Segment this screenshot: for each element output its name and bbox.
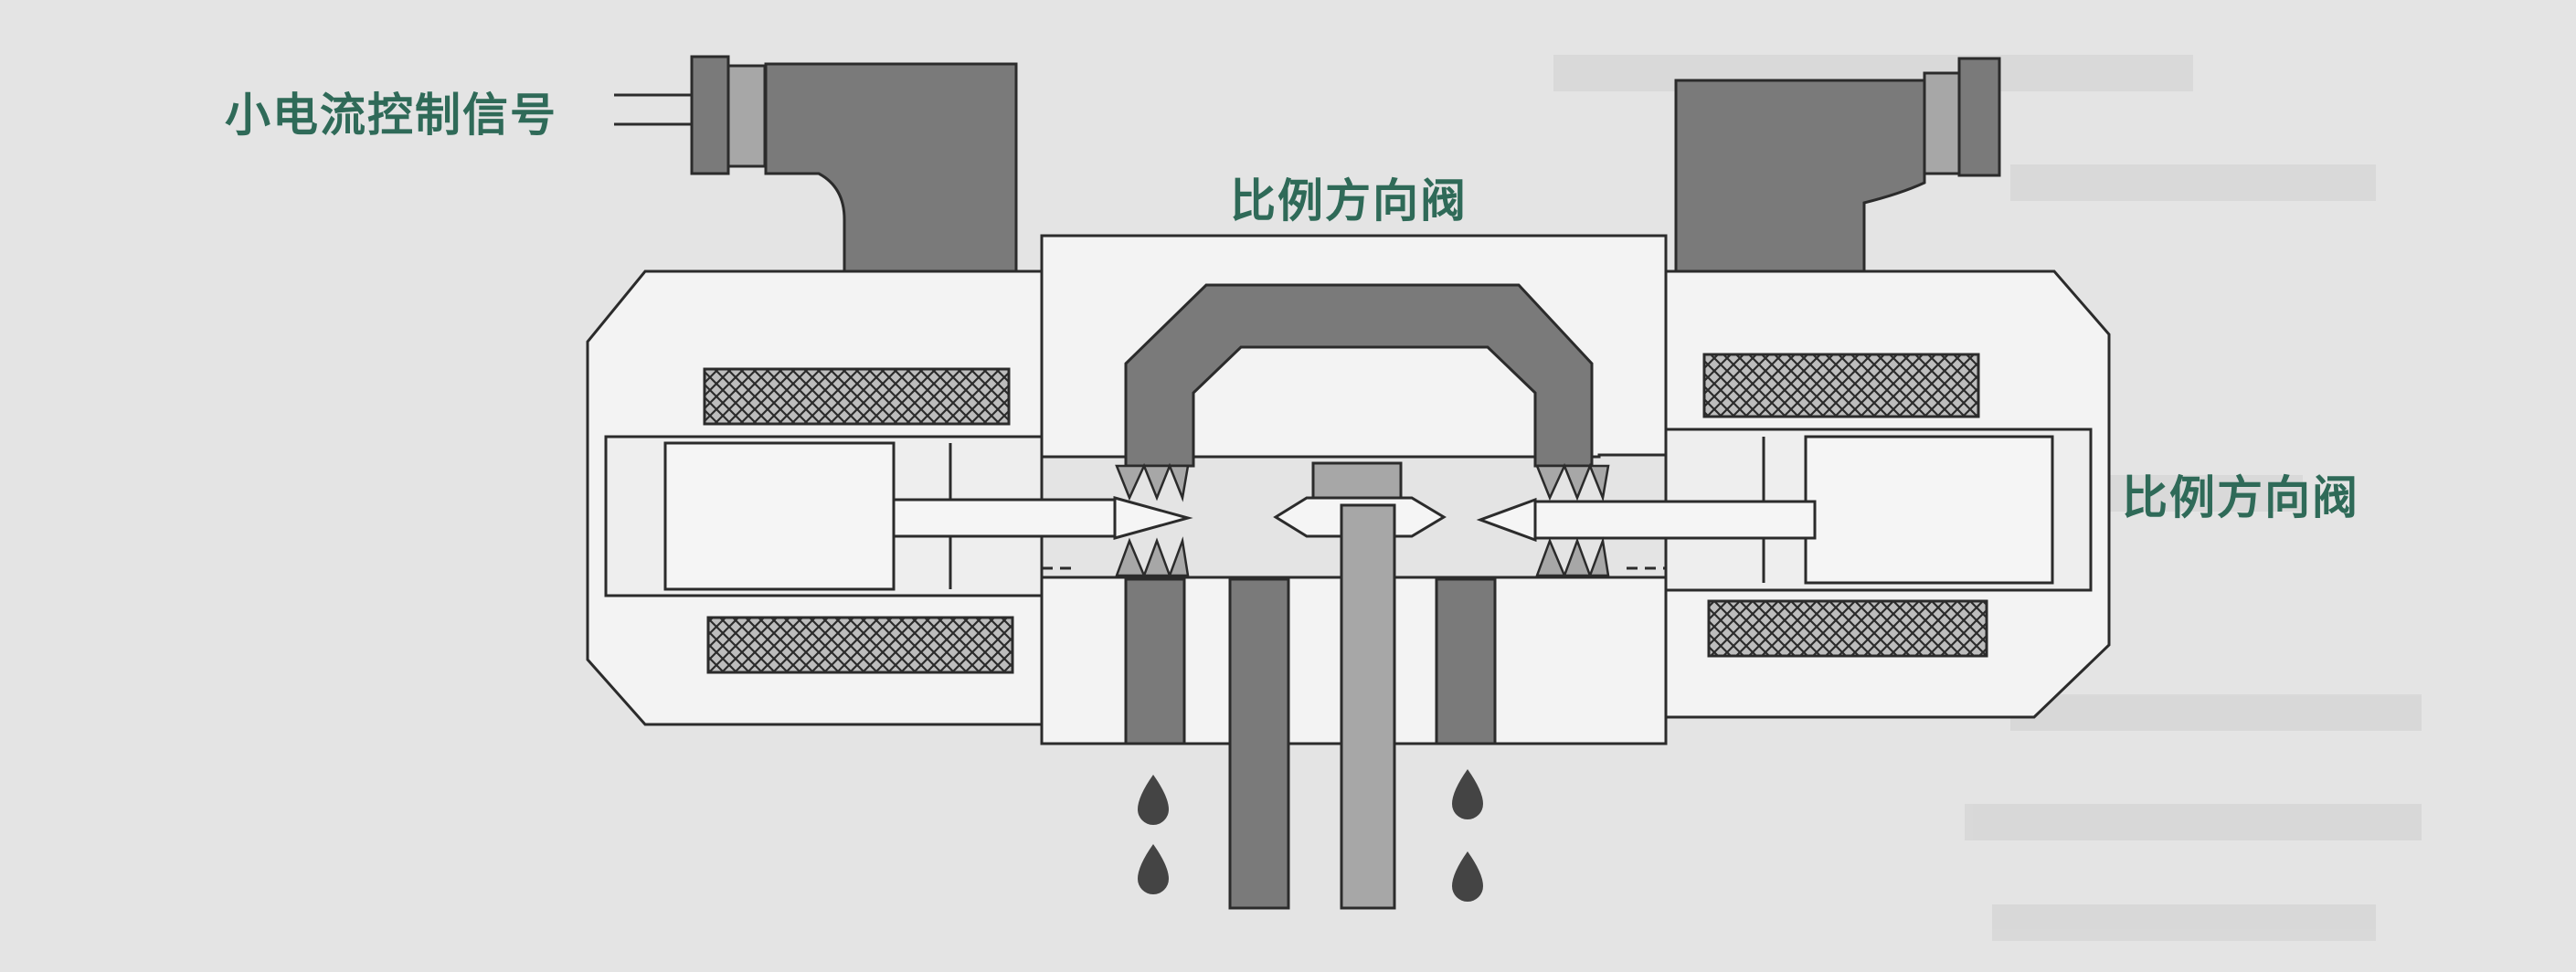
right-outlet-port bbox=[1435, 577, 1497, 745]
left-coil-top bbox=[703, 367, 1011, 426]
left-connector-plug bbox=[690, 55, 730, 175]
signal-wires bbox=[614, 93, 692, 126]
outlet-ports bbox=[1124, 503, 1497, 910]
left-armature-block bbox=[663, 441, 896, 591]
valve-label-center: 比例方向阀 bbox=[1230, 174, 1468, 227]
left-push-rod bbox=[892, 498, 1117, 538]
right-push-rod bbox=[1533, 500, 1817, 540]
right-connector-housing bbox=[1674, 79, 1926, 279]
right-coil-bottom bbox=[1707, 599, 1988, 658]
center-pressure-outlet bbox=[1340, 503, 1396, 910]
left-outlet-port bbox=[1124, 577, 1186, 745]
oil-drop-icon bbox=[1138, 844, 1169, 894]
right-spring-icon bbox=[1535, 462, 1610, 579]
oil-drops bbox=[1138, 769, 1483, 902]
left-coil-bottom bbox=[706, 616, 1014, 674]
left-connector-housing bbox=[764, 62, 1018, 279]
right-connector-body bbox=[1923, 71, 1961, 175]
push-rods bbox=[892, 496, 1817, 543]
center-left-outlet bbox=[1228, 577, 1290, 910]
oil-drop-icon bbox=[1452, 769, 1483, 819]
right-push-rod-tip bbox=[1476, 497, 1537, 543]
right-solenoid bbox=[1664, 269, 2111, 719]
left-connector-body bbox=[726, 64, 767, 168]
left-solenoid bbox=[586, 269, 1044, 726]
left-connector bbox=[690, 55, 1018, 279]
control-signal-label: 小电流控制信号 bbox=[225, 89, 557, 142]
right-connector bbox=[1674, 57, 2001, 279]
background-texture bbox=[1553, 55, 2422, 941]
right-coil-top bbox=[1702, 353, 1980, 418]
valve-label-right: 比例方向阀 bbox=[2122, 471, 2359, 524]
oil-drop-icon bbox=[1138, 775, 1169, 825]
left-spring-icon bbox=[1115, 462, 1190, 579]
left-push-rod-tip bbox=[1113, 496, 1193, 540]
right-connector-plug bbox=[1957, 57, 2001, 177]
u-shaped-channel bbox=[1124, 283, 1594, 468]
oil-drop-icon bbox=[1452, 851, 1483, 902]
right-armature-block bbox=[1804, 435, 2054, 585]
